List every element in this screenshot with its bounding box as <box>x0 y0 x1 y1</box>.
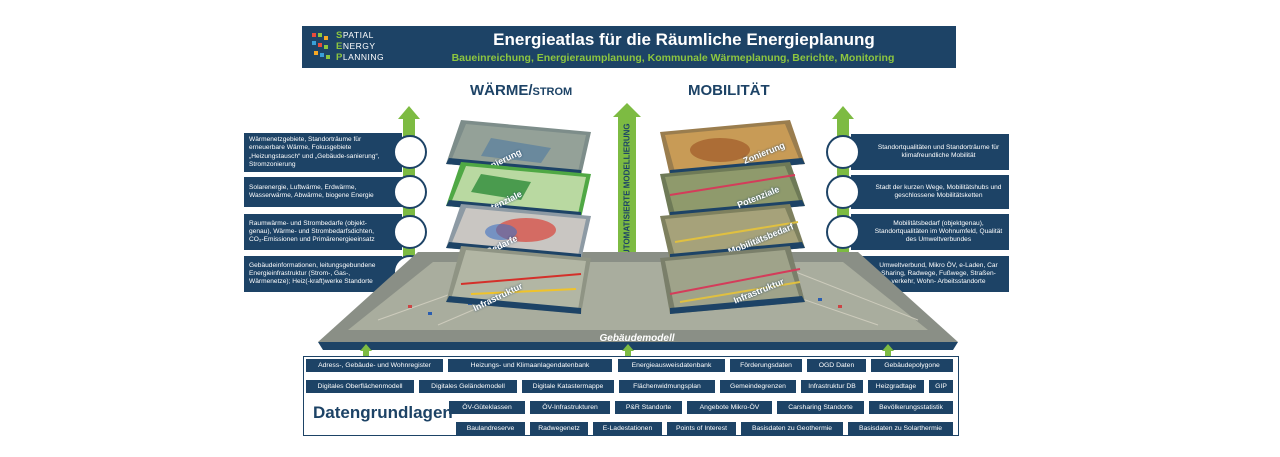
data-chip: Angebote Mikro-ÖV <box>687 401 772 414</box>
data-chip: Baulandreserve <box>456 422 525 435</box>
left-box-potenziale: Solarenergie, Luftwärme, Erdwärme, Wasse… <box>244 177 402 207</box>
data-chip: Infrastruktur DB <box>801 380 863 393</box>
data-chip: Förderungsdaten <box>730 359 802 372</box>
left-circle-2 <box>393 175 427 209</box>
data-chip: GIP <box>929 380 953 393</box>
left-box-infrastruktur: Gebäudeinformationen, leitungsgebundene … <box>244 256 402 292</box>
data-arrow-left-icon <box>360 344 372 351</box>
right-circle-1 <box>826 135 860 169</box>
left-up-arrow-icon <box>398 106 420 119</box>
left-box-zonierung: Wärmenetzgebiete, Standorträume für erne… <box>244 133 402 172</box>
data-chip: ÖV-Infrastrukturen <box>530 401 610 414</box>
section-title-waerme-strom: WÄRME/STROM <box>470 82 573 99</box>
right-box-mobilitaetsbedarf: Mobilitätsbedarf (objektgenau), Standort… <box>851 214 1009 250</box>
right-box-potenziale: Stadt der kurzen Wege, Mobilitätshubs un… <box>851 175 1009 209</box>
data-chip: Gebäudepolygone <box>871 359 953 372</box>
data-chip: Flächenwidmungsplan <box>619 380 715 393</box>
data-chip: Basisdaten zu Geothermie <box>741 422 843 435</box>
left-layer-potenziale: Potenziale <box>441 160 601 220</box>
data-chip: Heizungs- und Klimaanlagendatenbank <box>448 359 612 372</box>
data-chip: P&R Standorte <box>615 401 682 414</box>
data-chip: OGD Daten <box>807 359 866 372</box>
right-circle-2 <box>826 175 860 209</box>
left-box-bedarfe: Raumwärme- und Strombedarfe (objekt-gena… <box>244 214 402 250</box>
section-title-mobilitaet: MOBILITÄT <box>688 82 770 99</box>
data-chip: E-Ladestationen <box>593 422 662 435</box>
data-chip: Carsharing Standorte <box>777 401 864 414</box>
data-chip: ÖV-Güteklassen <box>449 401 525 414</box>
right-layer-potenziale: Potenziale <box>650 160 810 220</box>
right-layer-infrastruktur: Infrastruktur <box>650 244 810 316</box>
base-layer-label: Gebäudemodell <box>599 333 675 344</box>
left-layer-infrastruktur: Infrastruktur <box>441 244 601 316</box>
right-layer-zonierung: Zonierung <box>650 118 810 178</box>
data-arrow-right-icon <box>882 344 894 351</box>
data-chip: Energieausweisdatenbank <box>618 359 725 372</box>
left-layer-bedarfe: Bedarfe <box>441 202 601 262</box>
data-arrow-center-icon <box>622 344 634 351</box>
data-chip: Bevölkerungsstatistik <box>869 401 953 414</box>
header-banner: SPATIAL ENERGY PLANNING Energieatlas für… <box>302 26 956 68</box>
data-chip: Heizgradtage <box>868 380 924 393</box>
page-title: Energieatlas für die Räumliche Energiepl… <box>493 30 875 49</box>
data-foundations-title: Datengrundlagen <box>313 403 453 422</box>
logo-dots-icon <box>310 31 338 63</box>
spatial-energy-planning-logo: SPATIAL ENERGY PLANNING <box>310 29 410 65</box>
data-chip: Radwegenetz <box>530 422 588 435</box>
left-circle-1 <box>393 135 427 169</box>
left-circle-3 <box>393 215 427 249</box>
data-chip: Digitale Katastermappe <box>522 380 614 393</box>
right-circle-3 <box>826 215 860 249</box>
right-box-zonierung: Standortqualitäten und Standorträume für… <box>851 134 1009 170</box>
data-chip: Adress-, Gebäude- und Wohnregister <box>306 359 443 372</box>
data-chip: Gemeindegrenzen <box>720 380 796 393</box>
page-subtitle: Baueinreichung, Energieraumplanung, Komm… <box>451 52 895 64</box>
data-chip: Points of Interest <box>667 422 736 435</box>
right-up-arrow-icon <box>832 106 854 119</box>
data-chip: Digitales Geländemodell <box>419 380 517 393</box>
center-up-arrow-icon <box>613 103 641 117</box>
data-chip: Basisdaten zu Solarthermie <box>848 422 953 435</box>
data-chip: Digitales Oberflächenmodell <box>306 380 414 393</box>
